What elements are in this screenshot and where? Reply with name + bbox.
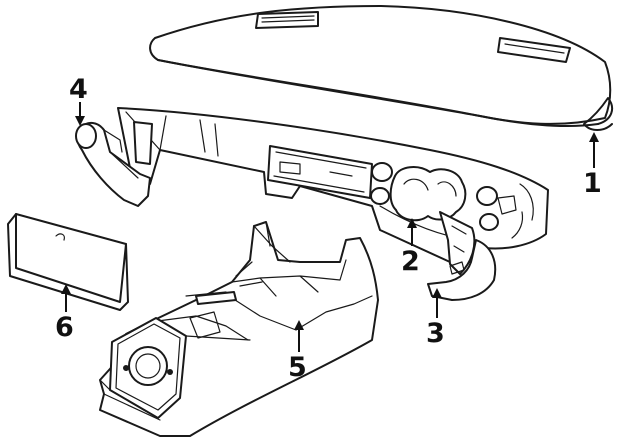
arrowhead-6 (61, 284, 71, 294)
arrowhead-1 (589, 132, 599, 142)
callout-2: 2 (401, 246, 420, 277)
part-4-end-trim (75, 122, 151, 207)
part-6-glove-box-door (7, 213, 129, 311)
part-2-cluster-bezel (439, 211, 476, 275)
leader-lines (61, 102, 599, 352)
callout-6: 6 (55, 312, 74, 343)
part-5-center-console (99, 221, 379, 437)
instrument-panel-frame (117, 107, 549, 263)
callout-5: 5 (288, 352, 307, 383)
arrowhead-5 (294, 320, 304, 330)
callout-4: 4 (69, 74, 88, 105)
arrowhead-4 (75, 116, 85, 126)
callout-1: 1 (583, 168, 602, 199)
callout-3: 3 (426, 318, 445, 349)
part-3-trim-piece (427, 239, 497, 301)
callout-labels: 1 2 3 4 5 6 (55, 74, 602, 383)
part-1-dash-pad (149, 5, 614, 131)
arrowhead-2 (407, 218, 417, 228)
arrowhead-3 (432, 288, 442, 298)
